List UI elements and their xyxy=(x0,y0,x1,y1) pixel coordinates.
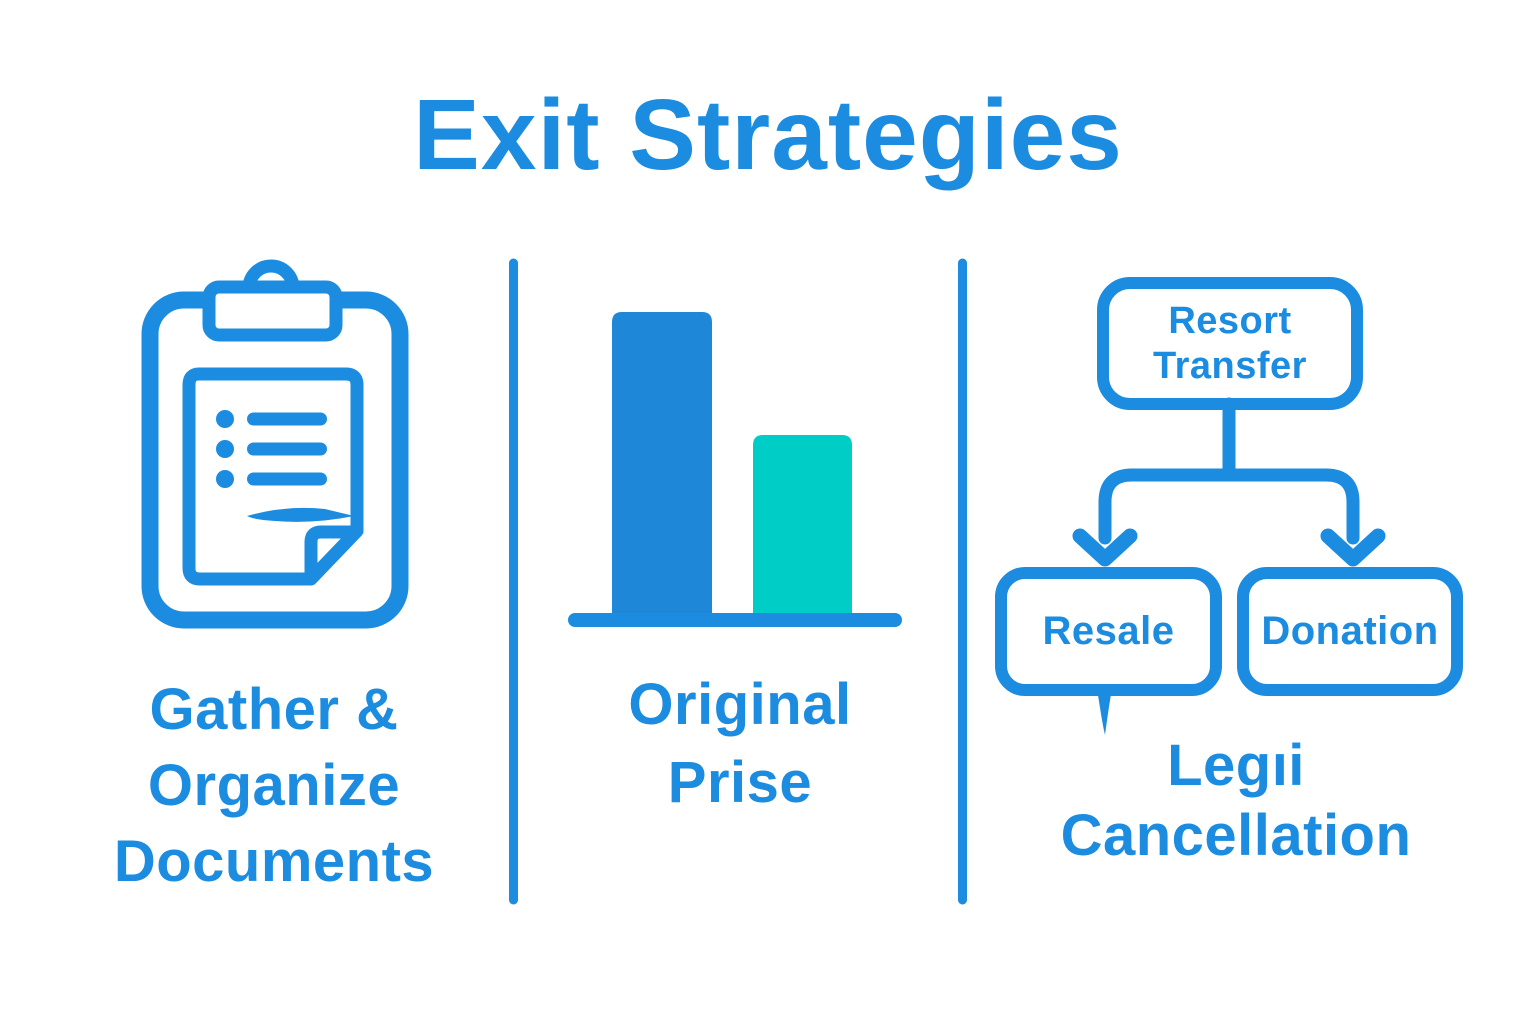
document-folded-corner xyxy=(304,525,355,579)
page-title: Exit Strategies xyxy=(413,79,1123,191)
donation-box xyxy=(1237,567,1463,696)
caption-original-prise: Original Prise xyxy=(540,666,940,822)
pen-stroke xyxy=(247,507,354,522)
caption-line: Documents xyxy=(113,829,435,894)
caption-line: Original xyxy=(628,672,852,737)
bar-tall-blue xyxy=(612,312,712,620)
bar-chart-icon xyxy=(568,312,902,627)
caption-gather-organize-documents: Gather & Organize Documents xyxy=(39,672,509,900)
resale-box-tail xyxy=(1097,689,1112,735)
caption-line: Cancellation xyxy=(1060,803,1412,868)
donation-box-label: Donation xyxy=(1243,573,1457,690)
caption-legal-cancellation: Legıi Cancellation xyxy=(976,731,1496,871)
clipboard-clip xyxy=(202,280,343,342)
caption-line: Gather & xyxy=(149,677,399,742)
label-line: Resale xyxy=(1042,609,1175,653)
caption-line: Organize xyxy=(147,753,401,818)
clipboard-checklist-icon xyxy=(141,259,409,629)
resale-box-label: Resale xyxy=(1001,573,1216,690)
checklist-lines xyxy=(216,410,354,522)
resort-transfer-box-label: Resort Transfer xyxy=(1103,283,1357,404)
label-line: Donation xyxy=(1261,609,1439,653)
caption-line: Legıi xyxy=(1167,733,1305,798)
bar-short-teal xyxy=(753,435,852,618)
arrow-down-right-icon xyxy=(1320,528,1386,567)
label-line: Resort xyxy=(1168,299,1292,342)
connector-split xyxy=(1098,468,1360,545)
arrow-down-left-icon xyxy=(1072,528,1138,567)
label-line: Transfer xyxy=(1153,344,1307,387)
flowchart xyxy=(995,277,1463,735)
caption-line: Prise xyxy=(667,750,813,815)
